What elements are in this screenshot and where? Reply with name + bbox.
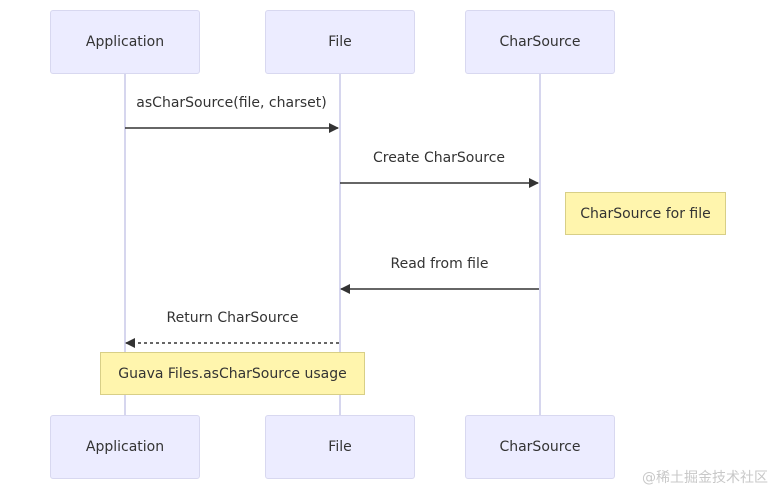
charsource-lifeline <box>539 74 541 415</box>
file-actor-top-label: File <box>328 34 352 50</box>
charsource-actor-bottom: CharSource <box>465 415 615 479</box>
usage-note: Guava Files.asCharSource usage <box>100 352 365 395</box>
message-label-3: Read from file <box>390 256 489 272</box>
message-label-1: asCharSource(file, charset) <box>136 95 327 111</box>
charsource-actor-bottom-label: CharSource <box>499 439 581 455</box>
charsource-actor-top: CharSource <box>465 10 615 74</box>
application-actor-bottom: Application <box>50 415 200 479</box>
application-actor-top-label: Application <box>85 34 165 50</box>
charsource-note: CharSource for file <box>565 192 726 235</box>
application-actor-top: Application <box>50 10 200 74</box>
message-label-2: Create CharSource <box>372 150 506 166</box>
usage-note-text: Guava Files.asCharSource usage <box>118 365 347 382</box>
file-actor-bottom: File <box>265 415 415 479</box>
file-lifeline <box>339 74 341 415</box>
charsource-actor-top-label: CharSource <box>499 34 581 50</box>
watermark: @稀土掘金技术社区 <box>642 470 768 486</box>
file-actor-bottom-label: File <box>328 439 352 455</box>
application-lifeline <box>124 74 126 415</box>
application-actor-bottom-label: Application <box>85 439 165 455</box>
charsource-note-text: CharSource for file <box>580 205 711 222</box>
file-actor-top: File <box>265 10 415 74</box>
message-label-4: Return CharSource <box>166 310 299 326</box>
